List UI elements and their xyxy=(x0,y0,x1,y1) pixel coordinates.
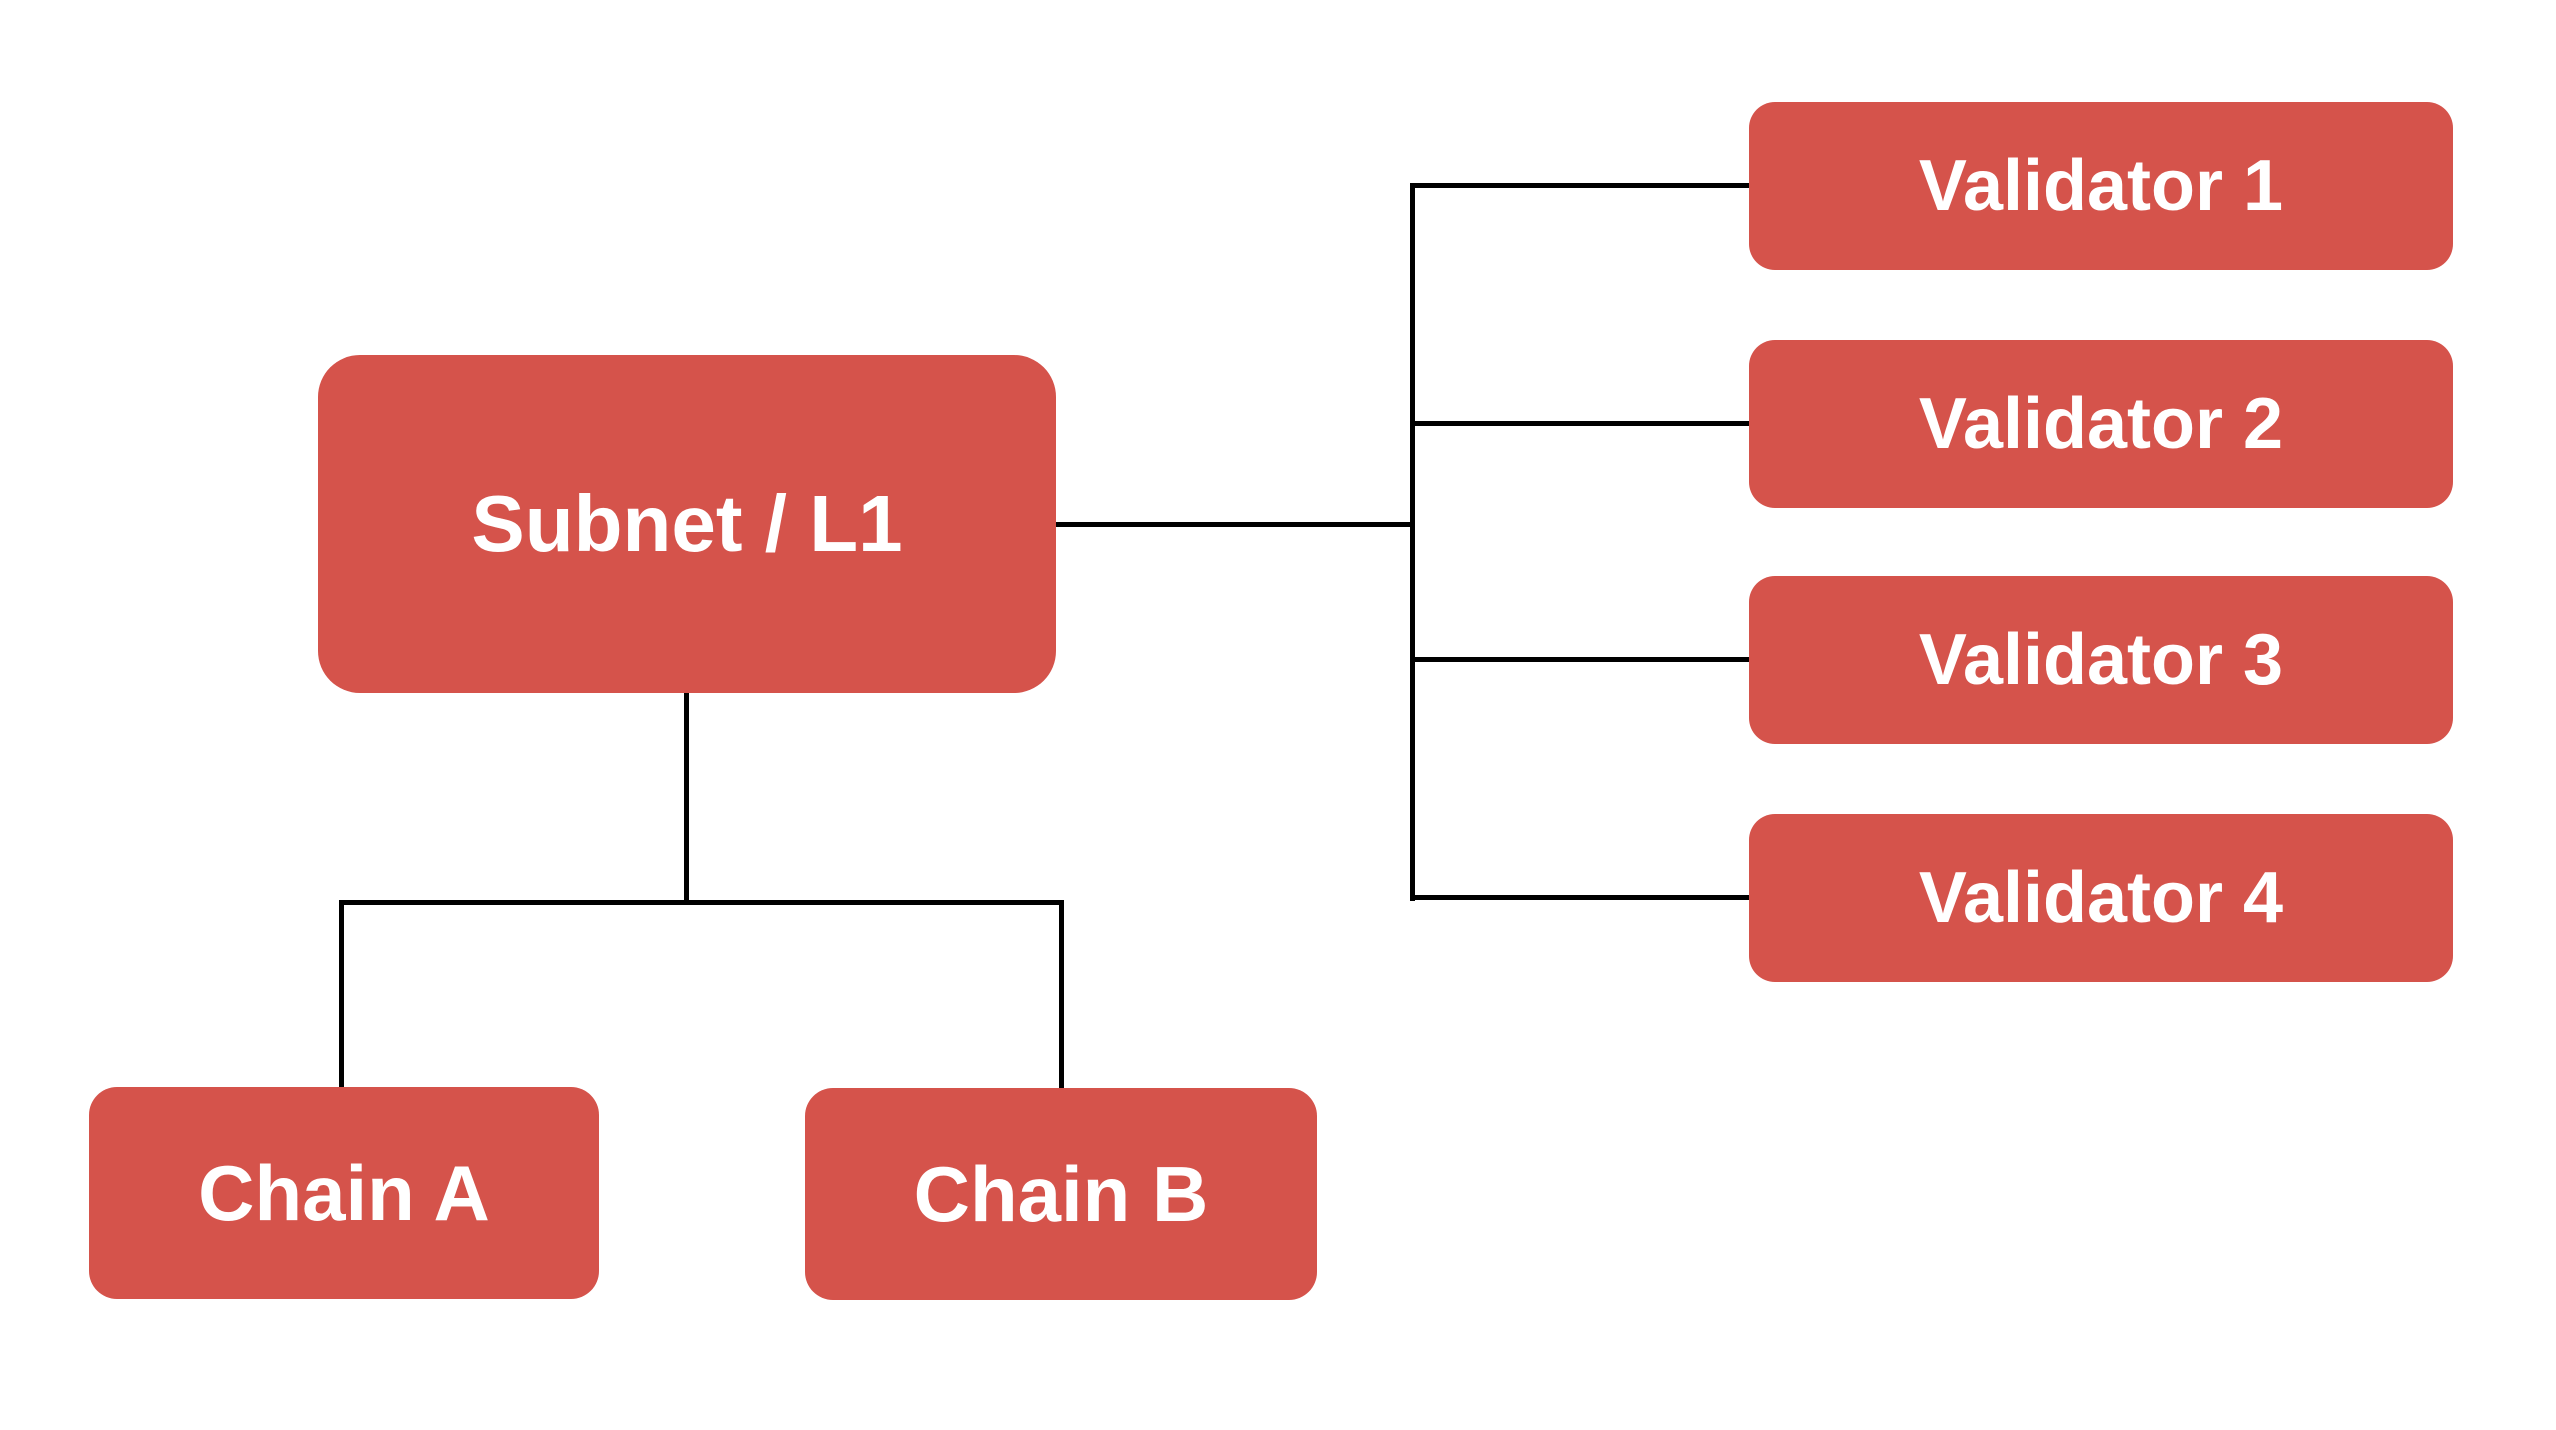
connector-chain-splitter xyxy=(339,900,1064,905)
node-chain-b-label: Chain B xyxy=(913,1150,1209,1238)
node-chain-a-label: Chain A xyxy=(198,1149,490,1237)
connector-subnet-to-trunk xyxy=(1056,522,1414,527)
node-validator-1-label: Validator 1 xyxy=(1918,146,2284,226)
node-chain-b: Chain B xyxy=(805,1088,1317,1300)
connector-branch-validator-3 xyxy=(1410,657,1749,662)
connector-validator-trunk xyxy=(1410,183,1415,901)
node-validator-3-label: Validator 3 xyxy=(1918,620,2284,700)
connector-branch-validator-2 xyxy=(1410,421,1749,426)
node-validator-2-label: Validator 2 xyxy=(1918,384,2284,464)
node-validator-4-label: Validator 4 xyxy=(1918,858,2284,938)
connector-branch-validator-4 xyxy=(1410,895,1749,900)
node-subnet-l1: Subnet / L1 xyxy=(318,355,1056,693)
connector-branch-validator-1 xyxy=(1410,183,1749,188)
node-validator-4: Validator 4 xyxy=(1749,814,2453,982)
node-validator-1: Validator 1 xyxy=(1749,102,2453,270)
node-chain-a: Chain A xyxy=(89,1087,599,1299)
node-subnet-l1-label: Subnet / L1 xyxy=(471,479,903,568)
node-validator-3: Validator 3 xyxy=(1749,576,2453,744)
connector-subnet-down xyxy=(684,693,689,905)
connector-drop-chain-b xyxy=(1059,900,1064,1088)
connector-drop-chain-a xyxy=(339,900,344,1087)
node-validator-2: Validator 2 xyxy=(1749,340,2453,508)
